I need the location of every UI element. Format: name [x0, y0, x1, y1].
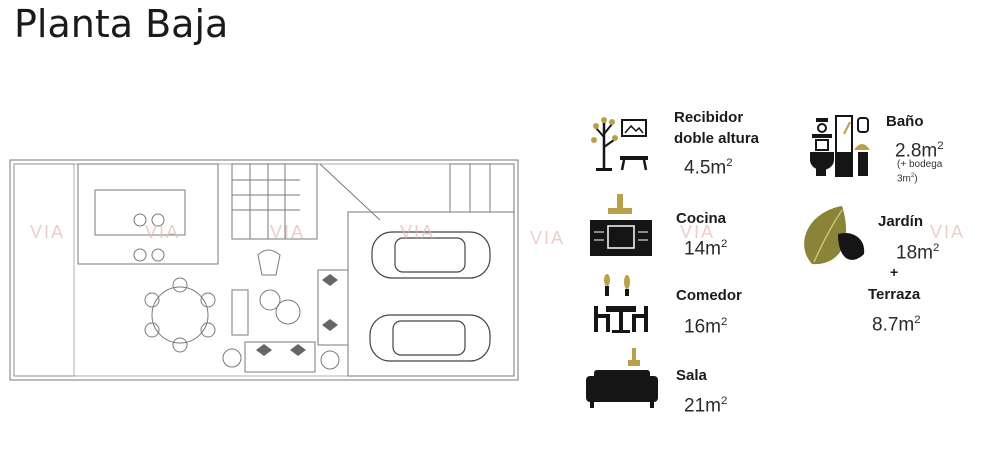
- recibidor-label: Recibidor: [674, 109, 744, 126]
- bano-area: 2.8m2: [895, 140, 944, 162]
- sala-label: Sala: [676, 367, 707, 384]
- floor-plan: [9, 159, 519, 381]
- bodega-note: (+ bodega: [897, 159, 943, 170]
- terraza-area: 8.7m2: [872, 314, 921, 336]
- comedor-label: Comedor: [676, 287, 742, 304]
- tree-hanger-icon: [591, 117, 648, 171]
- kitchen-stove-icon: [590, 194, 652, 256]
- watermark: VIA: [30, 222, 66, 242]
- watermark: VIA: [930, 222, 966, 242]
- watermark: VIA: [530, 228, 566, 248]
- page-title: Planta Baja: [14, 2, 229, 46]
- sala-area: 21m2: [684, 395, 728, 417]
- leaf-icon: [804, 206, 865, 265]
- watermark: VIA: [145, 222, 181, 242]
- dining-table-icon: [594, 274, 648, 333]
- jardin-label: Jardín: [878, 213, 924, 230]
- terraza-label: Terraza: [868, 286, 921, 303]
- watermark: VIA: [400, 222, 436, 242]
- bodega-note-line2: 3m2): [897, 173, 918, 185]
- cocina-label: Cocina: [676, 210, 727, 227]
- cocina-area: 14m2: [684, 238, 728, 260]
- sofa-icon: [586, 348, 658, 408]
- comedor-area: 16m2: [684, 316, 728, 338]
- plus-sign: +: [890, 264, 899, 280]
- bano-label: Baño: [886, 113, 924, 130]
- recibidor-label-line2: doble altura: [674, 130, 760, 147]
- jardin-area: 18m2: [896, 242, 940, 264]
- bathroom-icon: [810, 115, 870, 177]
- watermark: VIA: [680, 222, 716, 242]
- recibidor-area: 4.5m2: [684, 157, 733, 179]
- watermark: VIA: [270, 222, 306, 242]
